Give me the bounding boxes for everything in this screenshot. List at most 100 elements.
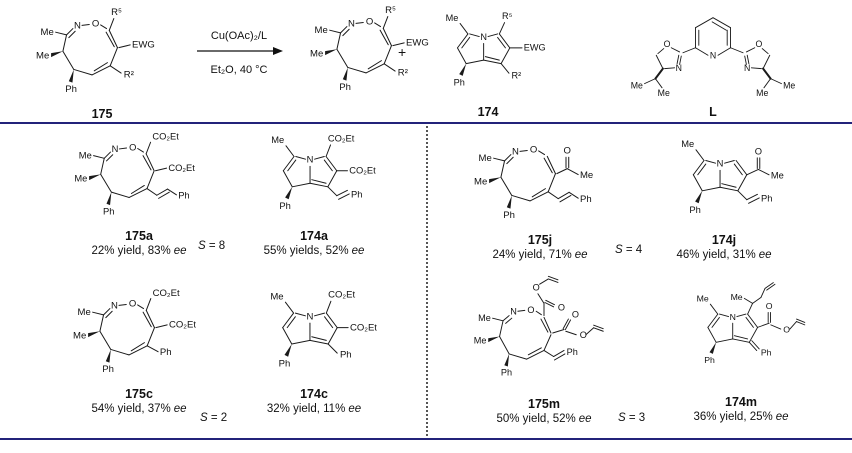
substituent-r5: R⁵ xyxy=(111,7,122,18)
bond-lines xyxy=(281,300,349,354)
substituent-ph: Ph xyxy=(761,348,772,358)
wedge-bonds xyxy=(89,174,112,206)
selectivity-a: S = 8 xyxy=(198,240,226,252)
atom-o: O xyxy=(129,299,136,310)
wedge-bonds xyxy=(709,342,717,354)
atom-n: N xyxy=(716,159,723,169)
substituent-me: Me xyxy=(474,335,487,345)
substituent-r5: R⁵ xyxy=(502,11,513,21)
bond-lines xyxy=(92,298,168,356)
atom-o: O xyxy=(92,19,99,30)
yield-ee: 36% yield, 25%ee xyxy=(693,411,789,423)
substituent-ester: CO₂Et xyxy=(153,288,180,299)
bond-lines xyxy=(329,16,405,74)
substituent-r2: R² xyxy=(398,68,408,79)
entry-175a: Me Me N O CO₂Et CO₂Et Ph Ph 175a 22% yie… xyxy=(44,128,234,257)
substituent-me: Me xyxy=(756,88,768,98)
wedge-bonds xyxy=(325,49,348,81)
substituent-me: Me xyxy=(446,13,459,23)
atom-o-ester: O xyxy=(783,324,790,334)
structure-174c: Me N CO₂Et CO₂Et Ph Ph xyxy=(270,290,377,370)
substituent-ph: Ph xyxy=(503,210,515,221)
substituent-ph: Ph xyxy=(704,355,715,365)
entry-175c: Me Me N O CO₂Et CO₂Et Ph Ph 175c 54% yie… xyxy=(44,284,234,415)
compound-id: 174a xyxy=(300,229,328,243)
atom-n: N xyxy=(111,301,118,312)
substituent-me: Me xyxy=(270,291,283,302)
substituent-ph: Ph xyxy=(339,350,351,361)
substituent-me: Me xyxy=(631,81,643,91)
bond-lines xyxy=(492,275,604,361)
substituent-ester: CO₂Et xyxy=(349,165,376,175)
bond-lines xyxy=(55,18,131,76)
atom-o-ester: O xyxy=(533,282,540,292)
yield-ee: 22% yield, 83%ee xyxy=(91,245,187,257)
substituent-me: Me xyxy=(78,307,91,318)
substituent-me: Me xyxy=(479,153,492,164)
substituent-me: Me xyxy=(474,177,487,188)
substituent-ph: Ph xyxy=(454,77,465,87)
substituent-me: Me xyxy=(74,173,87,183)
compound-id: L xyxy=(709,105,717,119)
atom-n: N xyxy=(744,63,750,73)
atom-o-carbonyl: O xyxy=(754,146,761,156)
bond-lines xyxy=(493,149,579,203)
substituent-ewg: EWG xyxy=(524,43,546,53)
substituent-ph: Ph xyxy=(65,84,77,95)
selectivity-c: S = 2 xyxy=(200,412,228,424)
substituent-me: Me xyxy=(36,51,49,62)
entry-174j: Me N O Me Ph Ph 174j 46% yield, 31%ee xyxy=(632,132,816,261)
yield-ee: 50% yield, 52%ee xyxy=(496,413,592,425)
atom-n: N xyxy=(510,307,517,317)
substituent-me: Me xyxy=(478,313,491,323)
substituent-me: Me xyxy=(783,81,795,91)
substituent-ph: Ph xyxy=(567,347,578,357)
compound-id: 175a xyxy=(125,229,153,243)
compound-id: 175c xyxy=(125,387,153,401)
substituent-ph: Ph xyxy=(501,368,512,378)
compound-id: 175j xyxy=(527,233,553,247)
substituent-r2: R² xyxy=(512,70,522,80)
structure-175m: Me Me N O O O O O Ph Ph xyxy=(474,275,604,378)
structure-174-scheme: Me N R⁵ EWG R² Ph xyxy=(446,11,546,87)
substituent-ph: Ph xyxy=(279,201,290,211)
substituent-ph: Ph xyxy=(351,189,362,199)
atom-n: N xyxy=(74,21,81,32)
compound-id: 174c xyxy=(300,387,328,401)
substituent-me: Me xyxy=(681,139,694,149)
bond-lines xyxy=(282,144,350,200)
substituent-r5: R⁵ xyxy=(385,5,396,16)
substituent-ph: Ph xyxy=(761,193,772,203)
substituent-ph: Ph xyxy=(580,194,592,205)
atom-n: N xyxy=(512,147,519,158)
substituent-ester: CO₂Et xyxy=(328,290,355,301)
substituent-me: Me xyxy=(271,135,284,145)
atom-n: N xyxy=(112,144,119,154)
structure-174m: Me Me N O O Ph Ph xyxy=(697,282,806,365)
conditions-below: Et₂O, 40 °C xyxy=(210,64,268,76)
atom-o-carbonyl: O xyxy=(766,301,773,311)
atom-n: N xyxy=(348,19,355,30)
structure-product-ring: Me Me N O R⁵ EWG R² Ph xyxy=(310,5,429,93)
atom-o-ester: O xyxy=(580,330,587,340)
bond-lines xyxy=(707,282,806,352)
substituent-ph: Ph xyxy=(689,205,700,215)
substituent-me: Me xyxy=(658,88,670,98)
wedge-bonds xyxy=(284,344,292,357)
substituent-r2: R² xyxy=(124,70,134,81)
structure-175c: Me Me N O CO₂Et CO₂Et Ph Ph xyxy=(73,288,196,375)
bond-lines xyxy=(692,149,770,204)
compound-id: 175m xyxy=(528,397,560,411)
structure-175j: Me Me N O O Me Ph Ph xyxy=(474,145,593,221)
substituent-me: Me xyxy=(310,49,323,60)
yield-ee: 54% yield, 37%ee xyxy=(91,403,187,415)
selectivity-m: S = 3 xyxy=(618,412,646,424)
yield-ee: 32% yield, 11%ee xyxy=(266,403,362,415)
column-divider xyxy=(426,126,428,436)
scheme-product2-cell: Me N R⁵ EWG R² Ph 174 xyxy=(412,6,564,119)
top-rule xyxy=(0,122,852,124)
atom-o-carbonyl: O xyxy=(558,302,565,312)
substituent-me: Me xyxy=(580,170,593,181)
substituent-me: Me xyxy=(41,27,54,38)
wedge-bonds xyxy=(459,63,467,76)
